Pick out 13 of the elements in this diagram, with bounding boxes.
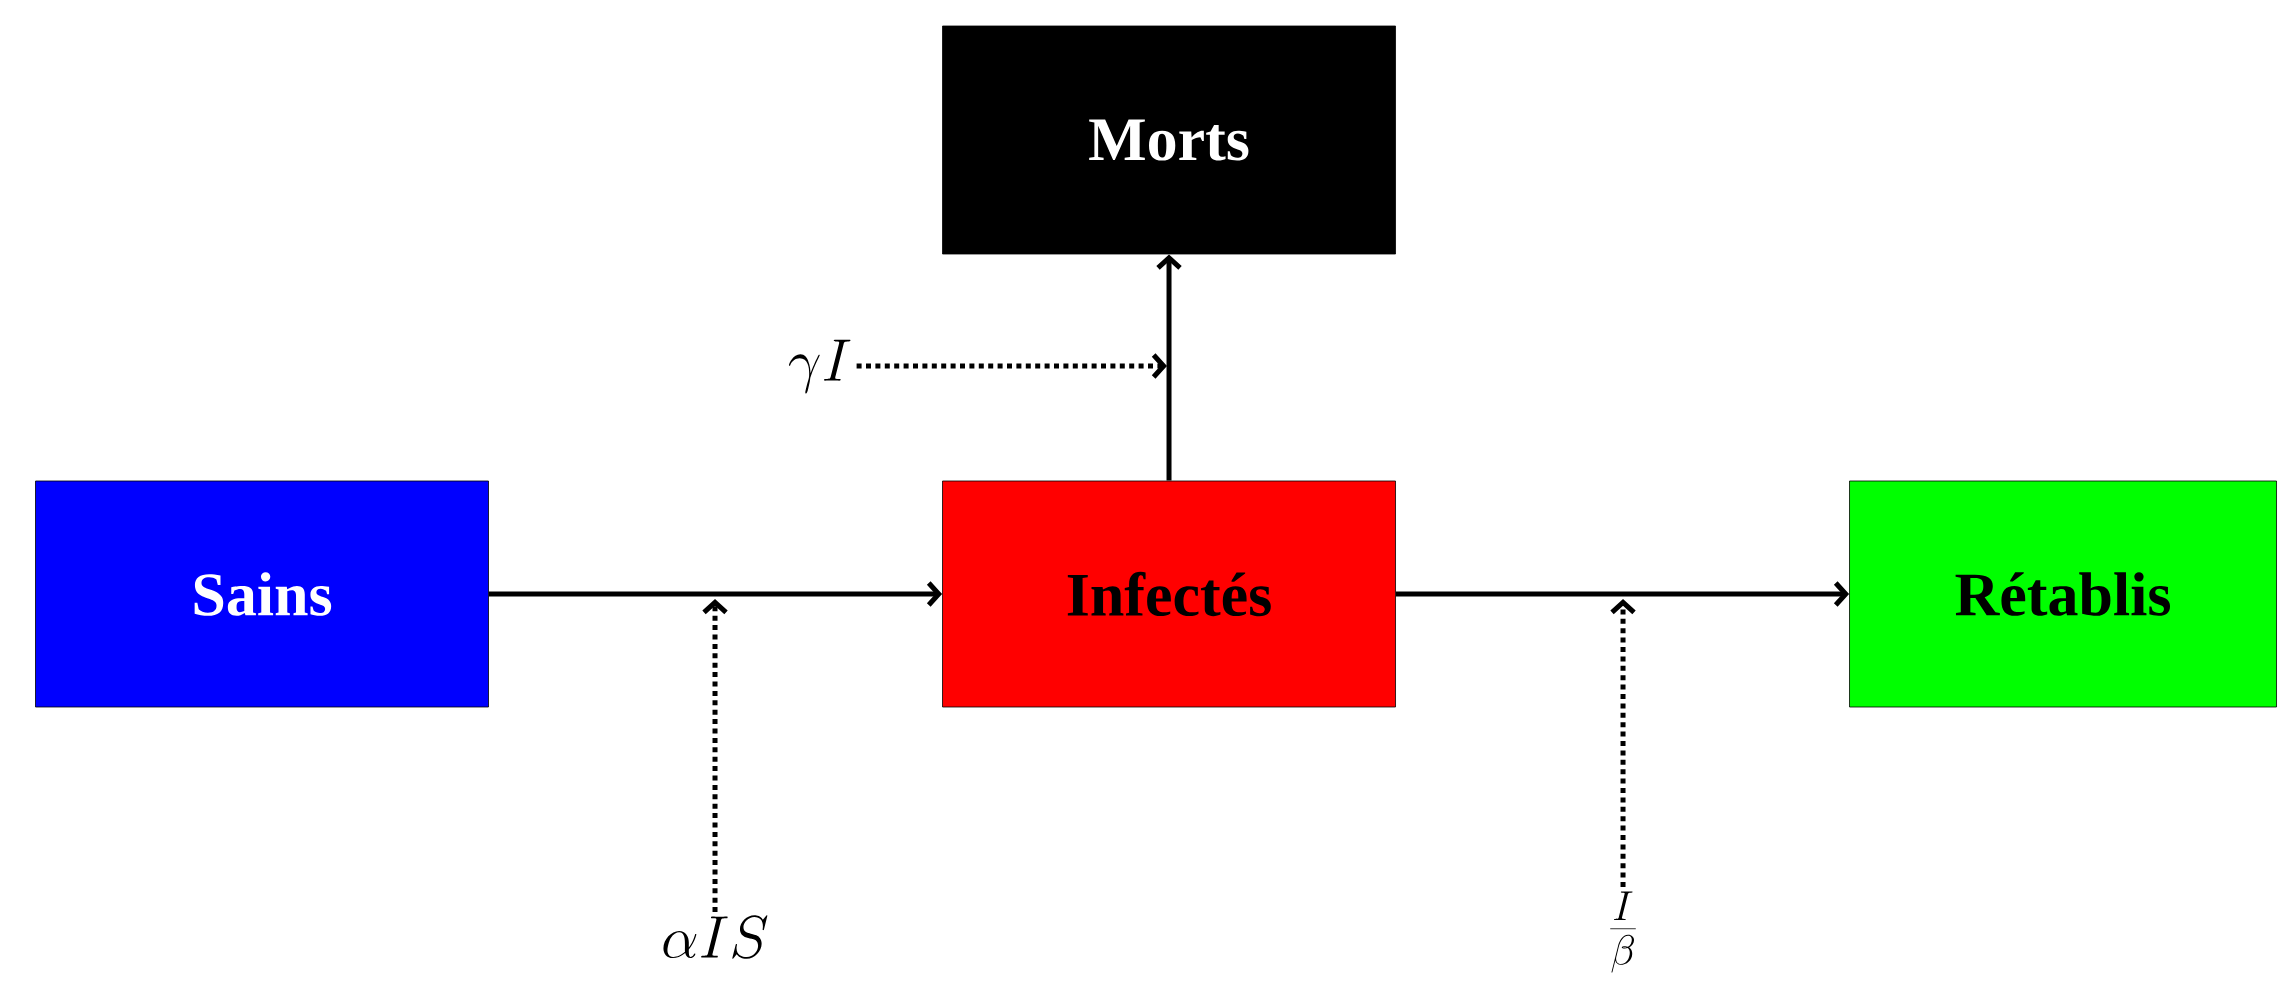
- arrow: [1395, 581, 1850, 607]
- formula: $\frac{I}{\beta}$: [1610, 891, 1636, 973]
- box: Rétablis: [1849, 480, 2277, 708]
- arrow: [488, 581, 943, 607]
- arrow: [1156, 254, 1182, 481]
- formula: $\gamma I$: [788, 339, 851, 394]
- box: Sains: [35, 480, 489, 708]
- dotted-arrow: [702, 599, 728, 913]
- box: Infectés: [942, 480, 1396, 708]
- box: Morts: [942, 25, 1396, 255]
- formula: $\alpha IS$: [663, 915, 768, 959]
- dotted-arrow: [1610, 599, 1636, 887]
- dotted-arrow: [856, 353, 1167, 379]
